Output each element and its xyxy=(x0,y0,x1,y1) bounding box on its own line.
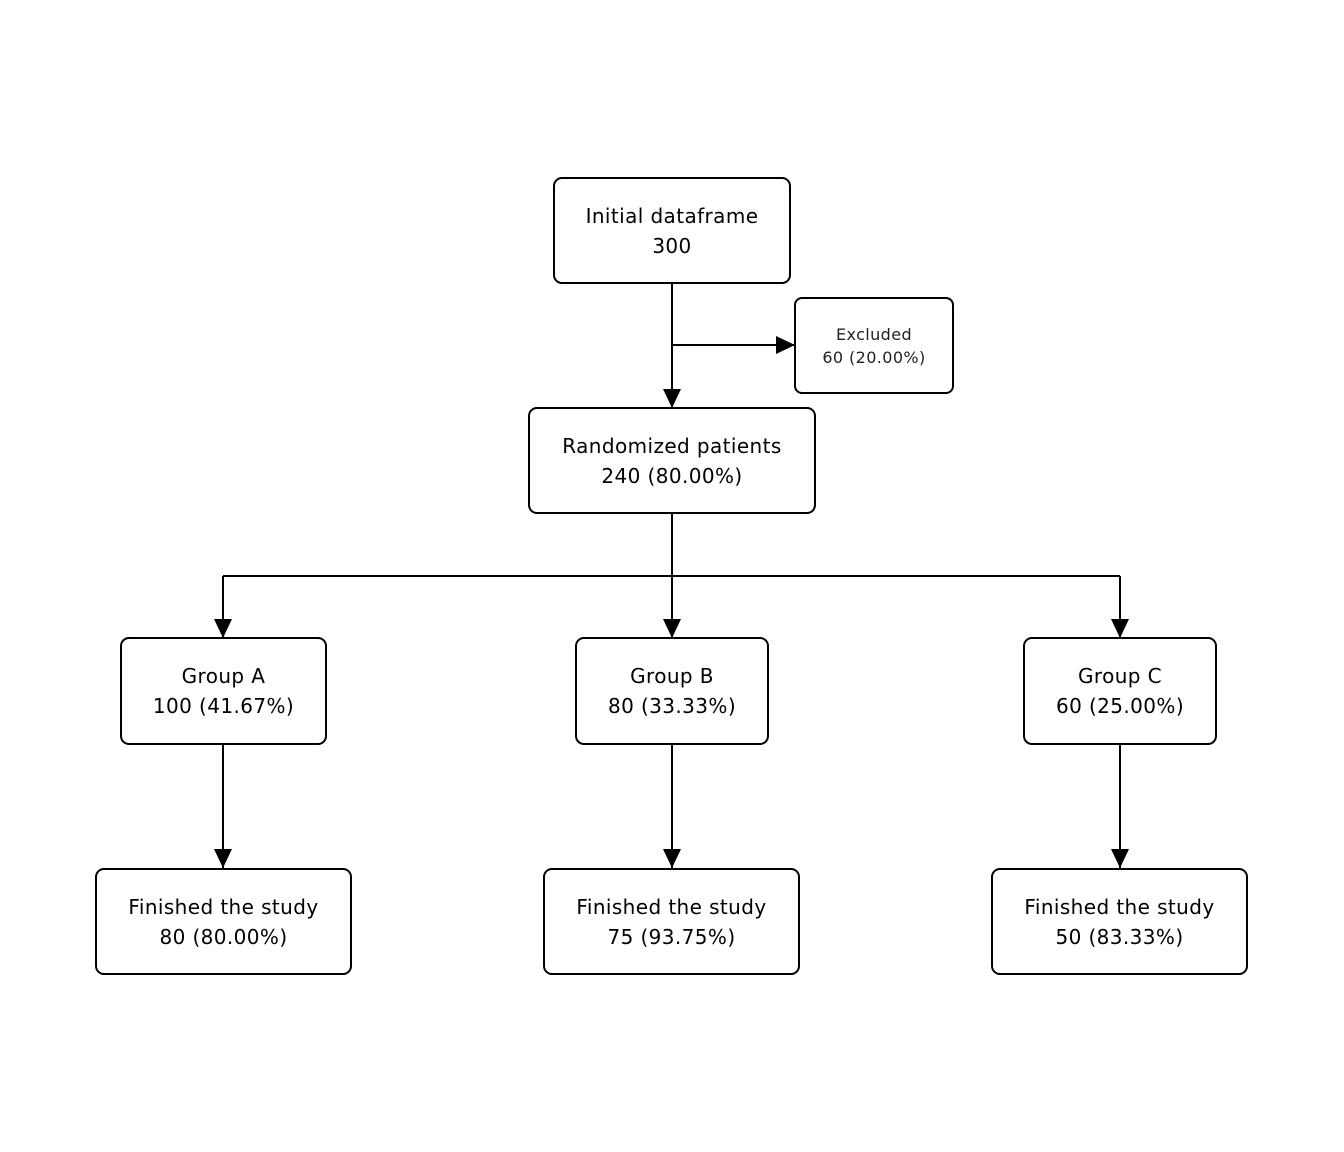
node-initial-dataframe: Initial dataframe 300 xyxy=(553,177,791,284)
node-excluded-label: Excluded xyxy=(835,324,913,344)
node-group-c-value: 60 (25.00%) xyxy=(1055,694,1185,718)
node-excluded-value: 60 (20.00%) xyxy=(822,347,926,367)
node-group-c-label: Group C xyxy=(1077,664,1162,688)
node-group-b-value: 80 (33.33%) xyxy=(607,694,737,718)
node-finished-a-label: Finished the study xyxy=(128,894,319,919)
node-finished-b-value: 75 (93.75%) xyxy=(607,924,736,949)
node-finished-a-value: 80 (80.00%) xyxy=(159,924,288,949)
node-group-b-label: Group B xyxy=(630,664,714,688)
node-finished-b: Finished the study 75 (93.75%) xyxy=(543,868,800,975)
node-group-c: Group C 60 (25.00%) xyxy=(1023,637,1217,745)
node-initial-label: Initial dataframe xyxy=(585,203,759,228)
node-group-a: Group A 100 (41.67%) xyxy=(120,637,327,745)
node-group-a-value: 100 (41.67%) xyxy=(152,694,295,718)
node-randomized-patients: Randomized patients 240 (80.00%) xyxy=(528,407,816,514)
node-excluded: Excluded 60 (20.00%) xyxy=(794,297,954,394)
node-finished-a: Finished the study 80 (80.00%) xyxy=(95,868,352,975)
node-finished-c: Finished the study 50 (83.33%) xyxy=(991,868,1248,975)
node-group-b: Group B 80 (33.33%) xyxy=(575,637,769,745)
node-randomized-value: 240 (80.00%) xyxy=(601,463,743,488)
node-initial-value: 300 xyxy=(652,233,692,258)
node-finished-c-label: Finished the study xyxy=(1024,894,1215,919)
node-randomized-label: Randomized patients xyxy=(562,433,782,458)
node-finished-c-value: 50 (83.33%) xyxy=(1055,924,1184,949)
node-finished-b-label: Finished the study xyxy=(576,894,767,919)
node-group-a-label: Group A xyxy=(181,664,266,688)
